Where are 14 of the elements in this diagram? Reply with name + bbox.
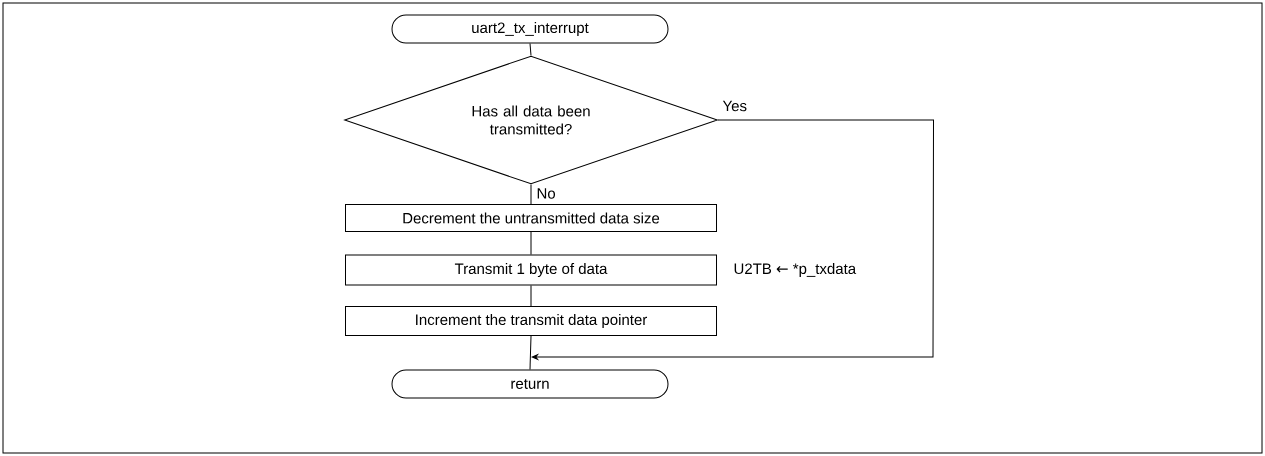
connector-line xyxy=(530,184,532,205)
edge-label: No xyxy=(537,188,556,199)
terminal-box: uart2_tx_interrupt xyxy=(391,14,669,44)
connector-line xyxy=(530,285,532,307)
process-box: Decrement the untransmitted data size xyxy=(345,204,717,232)
annotation-text: U2TB ← *p_txdata xyxy=(734,263,857,277)
terminal-box: return xyxy=(391,369,669,399)
edge-label: Yes xyxy=(722,100,747,112)
connector-line xyxy=(531,119,934,360)
connector-line xyxy=(530,231,532,255)
process-box: Increment the transmit data pointer xyxy=(345,306,717,336)
process-box: Transmit 1 byte of data xyxy=(345,254,717,286)
connector-line xyxy=(529,43,532,56)
connector-line xyxy=(529,335,532,370)
